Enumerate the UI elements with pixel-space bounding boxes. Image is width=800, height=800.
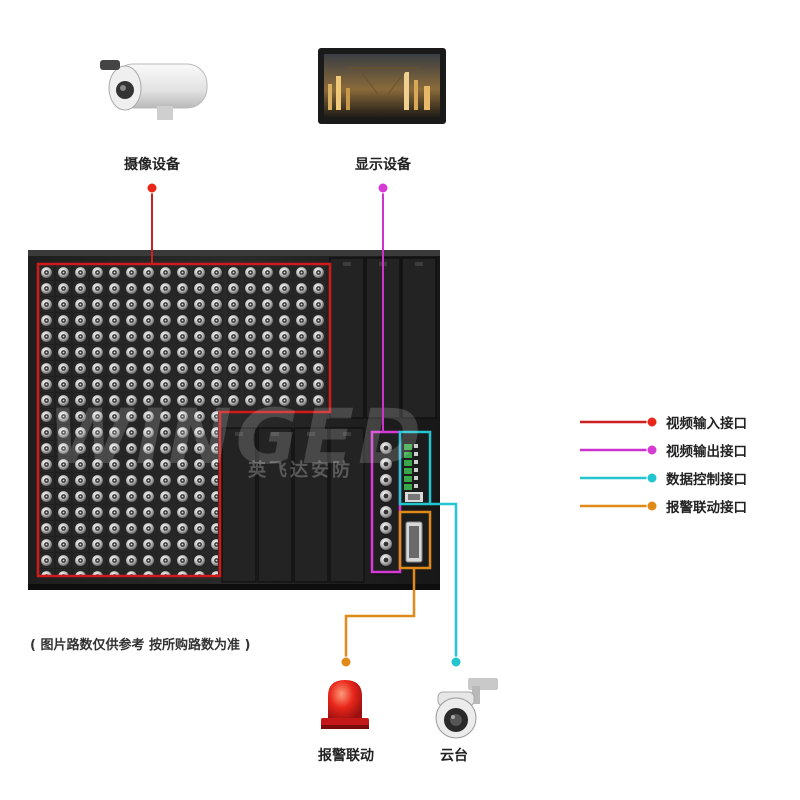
legend-item-video-output: 视频输出接口 xyxy=(578,438,788,462)
camera-icon xyxy=(100,60,208,120)
display-label: 显示设备 xyxy=(355,157,411,173)
legend-swatch-orange xyxy=(580,500,658,512)
legend-swatch-red xyxy=(580,416,658,428)
camera-label: 摄像设备 xyxy=(124,157,180,173)
legend-item-video-input: 视频输入接口 xyxy=(578,410,788,434)
legend-swatch-cyan xyxy=(580,472,658,484)
alarm-label: 报警联动 xyxy=(318,748,374,764)
reference-note: ( 图片路数仅供参考 按所购路数为准 ) xyxy=(30,638,251,653)
watermark-logo: WINGED xyxy=(48,392,426,481)
watermark-text: 英飞达安防 xyxy=(248,460,353,481)
display-monitor-icon xyxy=(318,48,446,124)
legend-swatch-magenta xyxy=(580,444,658,456)
legend-label: 视频输出接口 xyxy=(666,444,747,460)
legend-item-data-control: 数据控制接口 xyxy=(578,466,788,490)
ptz-label: 云台 xyxy=(440,748,468,764)
alarm-beacon-icon xyxy=(321,680,369,729)
legend-item-alarm-link: 报警联动接口 xyxy=(578,494,788,518)
legend-label: 数据控制接口 xyxy=(666,472,747,488)
legend: 视频输入接口 视频输出接口 数据控制接口 报警联动接口 xyxy=(578,410,788,520)
legend-label: 报警联动接口 xyxy=(666,500,747,516)
legend-label: 视频输入接口 xyxy=(666,416,747,432)
ptz-dome-camera-icon xyxy=(435,678,498,739)
